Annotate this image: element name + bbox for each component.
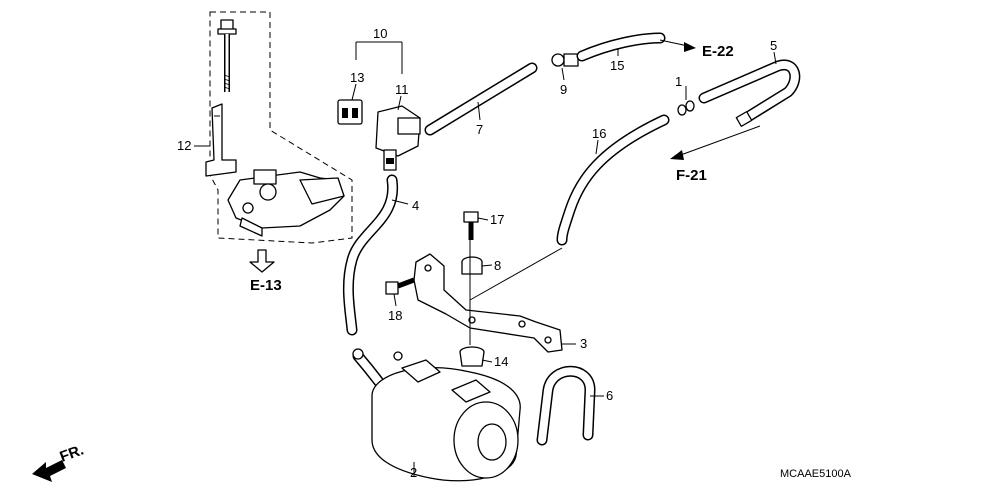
hose-4	[342, 174, 399, 336]
hose-7	[424, 62, 538, 136]
grommet-14	[459, 346, 485, 367]
reference-labels: E-13 E-22 F-21	[250, 43, 734, 294]
hose-fitting	[352, 348, 388, 392]
arrow-f21	[670, 125, 761, 160]
part-number-18: 18	[388, 308, 402, 323]
actuator-assembly	[227, 169, 345, 237]
part-number-14: 14	[494, 354, 508, 369]
bolt-part	[217, 19, 237, 92]
diagram-code: MCAAE5100A	[780, 468, 852, 480]
part-number-17: 17	[490, 212, 504, 227]
part-number-2: 2	[410, 465, 417, 480]
hose-6	[536, 365, 596, 446]
part-number-9: 9	[560, 82, 567, 97]
part-number-10: 10	[373, 26, 387, 41]
part-number-3: 3	[580, 336, 587, 351]
part-number-8: 8	[494, 258, 501, 273]
part-number-4: 4	[412, 198, 419, 213]
arrow-e22	[659, 39, 696, 52]
part-number-11: 11	[395, 82, 409, 97]
part-number-5: 5	[770, 38, 777, 53]
ref-label-e22: E-22	[702, 43, 734, 60]
ref-label-e13: E-13	[250, 277, 282, 294]
part-number-13: 13	[350, 70, 364, 85]
ref-label-f21: F-21	[676, 167, 707, 184]
part-number-12: 12	[177, 138, 191, 153]
solenoid-valve	[337, 99, 421, 171]
leader-lines	[194, 41, 777, 476]
part-number-16: 16	[592, 126, 606, 141]
clip-1	[677, 100, 695, 116]
canister-2	[371, 351, 521, 482]
bushing-8	[461, 256, 483, 275]
front-arrow	[32, 460, 66, 482]
part-number-15: 15	[610, 58, 624, 73]
front-label: FR.	[58, 442, 87, 466]
hose-16	[556, 114, 670, 246]
bracket-3	[413, 253, 563, 353]
bolt-18	[385, 277, 415, 295]
bracket-part-12	[205, 103, 237, 177]
arrow-e13	[249, 249, 275, 273]
hose-15	[576, 32, 666, 62]
part-number-6: 6	[606, 388, 613, 403]
fitting-9	[551, 53, 579, 67]
bolt-17	[463, 211, 479, 240]
part-number-1: 1	[675, 74, 682, 89]
callout-frame	[209, 11, 353, 244]
hose-5	[698, 59, 801, 127]
part-number-7: 7	[476, 122, 483, 137]
part-numbers: 1 2 3 4 5 6 7 8 9 10 11 12 13 14 15 16 1…	[177, 26, 777, 480]
